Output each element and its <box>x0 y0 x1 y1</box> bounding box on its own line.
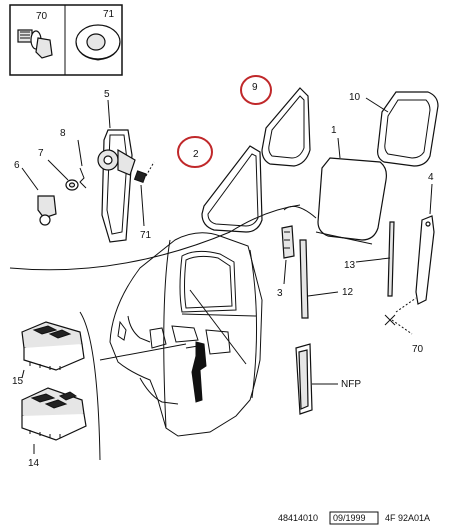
label-15: 15 <box>12 376 24 387</box>
leader-switch-line <box>99 343 187 361</box>
strip-12 <box>299 239 339 319</box>
bolt-icon <box>17 29 53 59</box>
label-5: 5 <box>104 89 110 100</box>
guide-4 <box>415 183 435 305</box>
label-70: 70 <box>412 344 424 355</box>
label-1: 1 <box>331 125 337 136</box>
leader-curve-switch <box>79 311 101 461</box>
door-handle <box>185 341 207 403</box>
label-71-top: 71 <box>103 9 115 20</box>
window-regulator <box>97 99 136 243</box>
switch-15 <box>21 321 85 379</box>
leader-curve-1 <box>283 205 317 219</box>
quarter-glass-2 <box>201 145 263 233</box>
footer-ref: 48414010 <box>278 513 318 523</box>
door-glass-1 <box>315 137 387 245</box>
label-nfp: NFP <box>341 379 361 390</box>
clip-8 <box>77 139 87 189</box>
door-body <box>109 232 263 437</box>
highlight-circle-9 <box>240 75 272 105</box>
label-2: 2 <box>193 149 199 160</box>
footer-code: 4F 92A01A <box>385 513 430 523</box>
label-8: 8 <box>60 128 66 139</box>
label-6: 6 <box>14 160 20 171</box>
label-7: 7 <box>38 148 44 159</box>
strip-13 <box>355 221 395 297</box>
label-70-top: 70 <box>36 11 48 22</box>
screw-71 <box>133 161 155 227</box>
label-71: 71 <box>140 230 152 241</box>
footer-date-box <box>329 511 379 525</box>
clip-3 <box>281 225 295 285</box>
label-13: 13 <box>344 260 356 271</box>
door-seal-10 <box>365 91 439 167</box>
footer-date: 09/1999 <box>333 513 366 523</box>
fastener-inset: 70 71 <box>9 4 123 76</box>
quarter-seal-9 <box>261 87 311 167</box>
seal-nfp <box>295 343 338 415</box>
label-4: 4 <box>428 172 434 183</box>
label-3: 3 <box>277 288 283 299</box>
screw-70 <box>384 297 417 335</box>
label-9: 9 <box>252 82 258 93</box>
switch-14 <box>21 387 87 454</box>
footer: 48414010 09/1999 4F 92A01A <box>278 511 430 525</box>
label-10: 10 <box>349 92 361 103</box>
label-14: 14 <box>28 458 40 469</box>
nut-icon <box>75 24 121 61</box>
clip-7 <box>47 159 79 191</box>
clip-6 <box>21 167 57 226</box>
leader-curve-regulator <box>9 231 231 271</box>
highlight-circle-2 <box>177 136 213 168</box>
label-12: 12 <box>342 287 354 298</box>
